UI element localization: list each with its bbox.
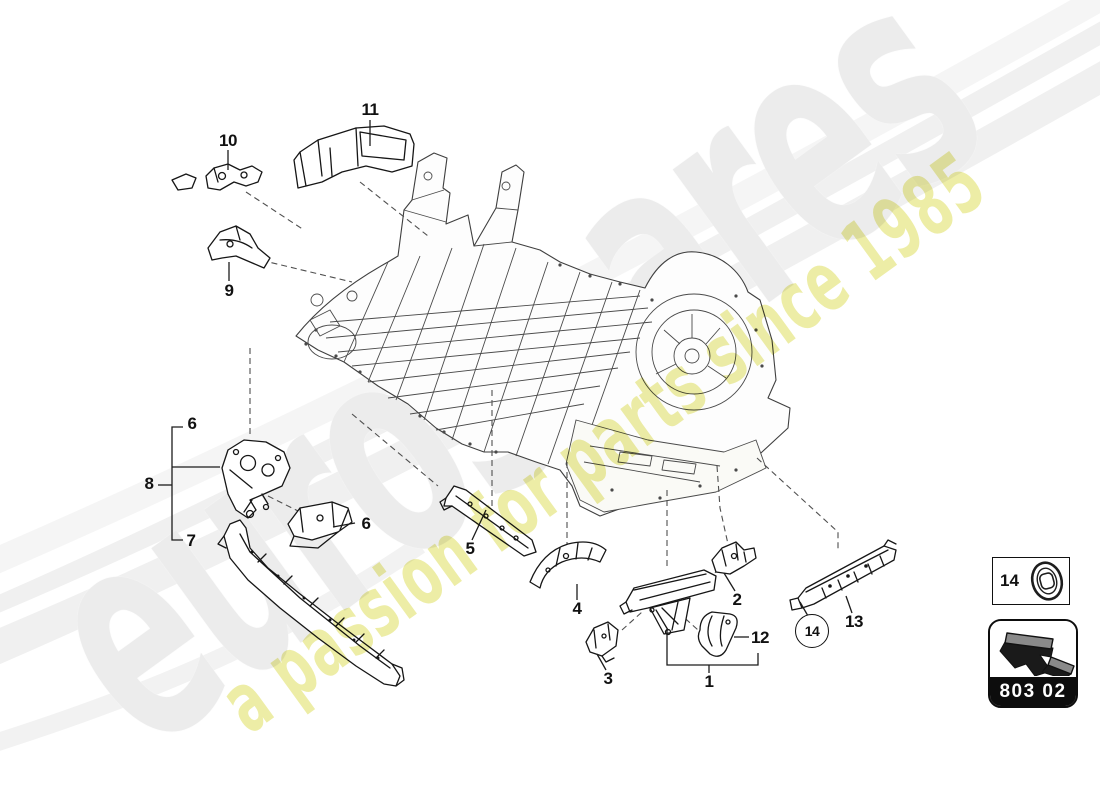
- callout-6-upper[interactable]: 6: [187, 414, 197, 433]
- fastener-legend-label: 14: [1000, 571, 1019, 590]
- direction-arrow-icon: [999, 632, 1075, 676]
- part-drawing-2: [711, 541, 757, 575]
- part-drawing-9: [207, 225, 271, 269]
- callout-3[interactable]: 3: [603, 669, 613, 688]
- callout-4[interactable]: 4: [572, 599, 582, 618]
- part-drawing-6-upper: [221, 439, 291, 519]
- part-drawing-12: [697, 611, 738, 657]
- callout-12[interactable]: 12: [751, 628, 769, 647]
- part-drawing-3: [585, 621, 619, 663]
- underbody-drawing: [295, 152, 791, 517]
- grommet-icon: [1030, 561, 1064, 601]
- callout-1[interactable]: 1: [704, 672, 714, 691]
- callout-14-circled[interactable]: 14: [795, 614, 829, 648]
- part-drawing-5: [439, 485, 537, 557]
- part-drawing-4: [529, 541, 607, 589]
- part-drawing-13: [789, 539, 897, 611]
- callout-8[interactable]: 8: [144, 474, 154, 493]
- callout-11[interactable]: 11: [361, 100, 379, 119]
- part-code-badge: 803 02: [988, 619, 1078, 708]
- part-drawing-10: [171, 163, 263, 191]
- part-drawing-11: [293, 125, 415, 189]
- callout-5[interactable]: 5: [465, 539, 475, 558]
- callout-2[interactable]: 2: [732, 590, 742, 609]
- callout-13[interactable]: 13: [845, 612, 863, 631]
- callout-7[interactable]: 7: [186, 531, 196, 550]
- callout-6-lower[interactable]: 6: [361, 514, 371, 533]
- part-drawing-7: [217, 519, 405, 687]
- callout-9[interactable]: 9: [224, 281, 234, 300]
- badge-icon-area: [990, 621, 1076, 677]
- callout-10[interactable]: 10: [219, 131, 237, 150]
- fastener-legend-box: 14: [992, 557, 1070, 605]
- part-code-text: 803 02: [990, 677, 1076, 706]
